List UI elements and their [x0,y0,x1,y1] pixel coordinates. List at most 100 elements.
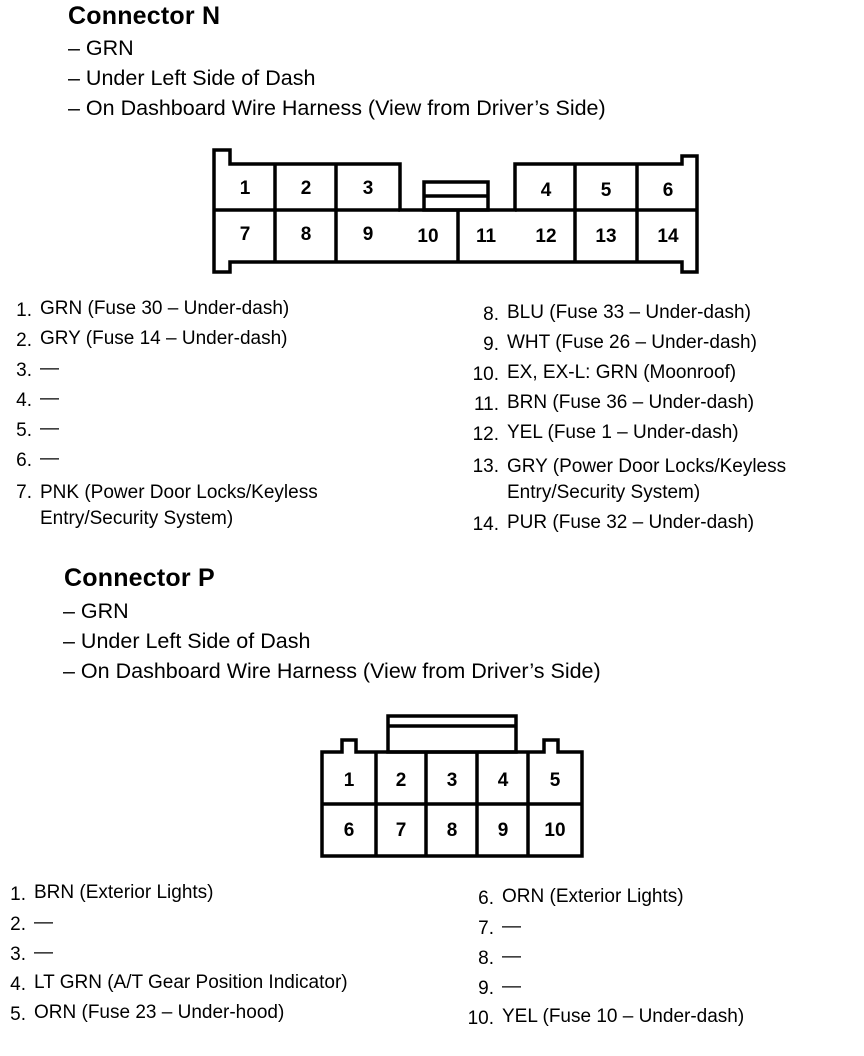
pin-number: 8. [478,948,494,969]
pin-entry: 12. YEL (Fuse 1 – Under-dash) [455,420,855,450]
pin-description: WHT (Fuse 26 – Under-dash) [507,332,757,353]
pin-description: — [502,976,521,997]
pin-entry: 11. BRN (Fuse 36 – Under-dash) [455,390,855,420]
connector-p-cell: 1 [344,770,355,791]
connector-n-cell: 4 [541,180,552,201]
pin-description: YEL (Fuse 1 – Under-dash) [507,422,739,443]
pin-entry: 3. — [0,356,400,386]
pin-entry: 9. WHT (Fuse 26 – Under-dash) [455,330,855,360]
connector-n-cell: 5 [601,180,612,201]
pin-description: PUR (Fuse 32 – Under-dash) [507,512,755,533]
connector-n-cell: 12 [535,226,556,247]
pin-description: LT GRN (A/T Gear Position Indicator) [34,972,348,993]
connector-p-description: – GRN – Under Left Side of Dash – On Das… [63,596,601,686]
pin-description: PNK (Power Door Locks/Keyless Entry/Secu… [40,482,318,529]
pin-number: 4. [16,390,32,411]
pin-description: BLU (Fuse 33 – Under-dash) [507,302,751,323]
pin-entry: 3. — [0,940,440,970]
connector-p-cell: 6 [344,820,355,841]
pin-description: EX, EX-L: GRN (Moonroof) [507,362,737,383]
pin-number: 10. [472,364,499,385]
pin-entry: 4. LT GRN (A/T Gear Position Indicator) [0,970,440,1000]
pin-entry: 2. — [0,910,440,940]
pin-description: — [502,916,521,937]
connector-n-cell: 13 [595,226,616,247]
connector-n-description: – GRN – Under Left Side of Dash – On Das… [68,33,606,123]
connector-n-cell: 6 [663,180,674,201]
pin-number: 13. [472,456,499,477]
pin-entry: 7.— [450,914,850,944]
pin-number: 3. [16,360,32,381]
pin-entry: 8. BLU (Fuse 33 – Under-dash) [455,300,855,330]
pin-description: GRN (Fuse 30 – Under-dash) [40,298,290,319]
pin-number: 7. [16,482,32,503]
connector-p-cell: 5 [550,770,561,791]
connector-p-cell: 8 [447,820,458,841]
pin-number: 6. [16,450,32,471]
pin-description: GRY (Power Door Locks/Keyless Entry/Secu… [507,456,787,503]
pin-description: YEL (Fuse 10 – Under-dash) [502,1006,745,1027]
pin-number: 1. [10,884,26,905]
pin-description: ORN (Exterior Lights) [502,886,684,907]
pin-entry: 6.— [0,446,400,476]
pin-number: 9. [478,978,494,999]
pin-number: 12. [472,424,499,445]
connector-n-cell: 9 [363,224,374,245]
pin-description: — [34,912,53,933]
pin-description: — [40,358,59,379]
pin-number: 5. [16,420,32,441]
pin-number: 1. [16,300,32,321]
pin-entry: 6. ORN (Exterior Lights) [450,884,850,914]
pin-number: 5. [10,1004,26,1025]
pin-description: — [40,418,59,439]
pin-entry: 4. — [0,386,400,416]
pin-entry: 5. — [0,416,400,446]
connector-p-cell: 3 [447,770,458,791]
connector-n-right-pin-list: 8. BLU (Fuse 33 – Under-dash) 9. WHT (Fuse… [455,300,855,540]
pin-number: 4. [10,974,26,995]
connector-p-left-pin-list: 1.BRN (Exterior Lights) 2. — 3. — 4. LT GRN… [0,880,440,1030]
connector-p-harness: – On Dashboard Wire Harness (View from D… [63,659,601,683]
pin-number: 6. [478,888,494,909]
connector-p-cell: 4 [498,770,509,791]
pin-entry: 7. PNK (Power Door Locks/Keyless Entry/Se… [0,480,400,532]
connector-p-cell: 2 [396,770,407,791]
connector-p-cell: 7 [396,820,407,841]
pin-description: GRY (Fuse 14 – Under-dash) [40,328,288,349]
pin-description: — [34,942,53,963]
connector-p-cell: 10 [544,820,565,841]
pin-entry: 8. — [450,944,850,974]
pin-entry: 14. PUR (Fuse 32 – Under-dash) [455,510,855,540]
pin-number: 10. [467,1008,494,1029]
pin-number: 2. [16,330,32,351]
pin-entry: 10. EX, EX-L: GRN (Moonroof) [455,360,855,390]
connector-n-cell: 2 [301,178,312,199]
connector-n-cell: 3 [363,178,374,199]
pin-number: 8. [483,304,499,325]
connector-n-harness: – On Dashboard Wire Harness (View from D… [68,96,606,120]
connector-n-cell: 8 [301,224,312,245]
pin-description: BRN (Fuse 36 – Under-dash) [507,392,755,413]
connector-n-cell: 11 [476,226,497,247]
connector-n-cell: 7 [240,224,251,245]
pin-entry: 13. GRY (Power Door Locks/Keyless Entry/S… [455,454,855,506]
connector-n-color: – GRN [68,36,134,60]
pin-description: — [502,946,521,967]
pin-number: 2. [10,914,26,935]
connector-n-title: Connector N [68,2,221,30]
pin-entry: 9. — [450,974,850,1004]
pin-entry: 1.BRN (Exterior Lights) [0,880,440,910]
connector-p-color: – GRN [63,599,129,623]
pin-number: 3. [10,944,26,965]
connector-n-cell: 10 [417,226,438,247]
connector-p-location: – Under Left Side of Dash [63,629,311,653]
pin-number: 14. [472,514,499,535]
connector-n-cell: 1 [240,178,251,199]
pin-number: 11. [473,394,499,415]
pin-entry: 1. GRN (Fuse 30 – Under-dash) [0,296,400,326]
pin-entry: 10. YEL (Fuse 10 – Under-dash) [450,1004,850,1034]
pin-number: 9. [483,334,499,355]
pin-description: — [40,388,59,409]
